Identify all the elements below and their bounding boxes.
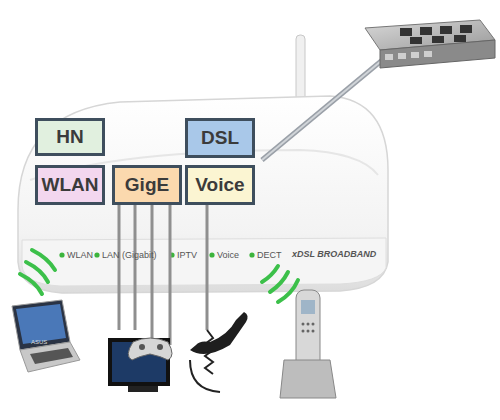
panel-label: xDSL BROADBAND [292, 249, 376, 259]
router-body [18, 96, 388, 293]
voice-box: Voice [185, 165, 255, 205]
cordless-phone [280, 290, 336, 398]
corded-phone [190, 312, 248, 392]
dsl-cable [262, 52, 392, 160]
panel-label: IPTV [177, 250, 197, 260]
gige-box: GigE [112, 165, 182, 205]
port-wires [119, 205, 207, 345]
dsl-box: DSL [185, 118, 255, 158]
box-label: GigE [125, 174, 169, 196]
box-label: WLAN [42, 174, 99, 196]
panel-label: ASUS [31, 339, 47, 345]
front-panel [22, 238, 386, 286]
panel-label: Voice [217, 250, 239, 260]
wlan-box: WLAN [35, 165, 105, 205]
box-label: Voice [195, 174, 244, 196]
line-card [365, 20, 495, 68]
dsl-cable-highlight [262, 52, 392, 160]
dect-waves [262, 266, 298, 302]
box-label: DSL [201, 127, 239, 149]
panel-label: LAN (Gigabit) [102, 250, 157, 260]
panel-label: WLAN [67, 250, 93, 260]
tv-gamepad [108, 338, 172, 392]
panel-label: DECT [257, 250, 282, 260]
laptop [12, 300, 80, 372]
home-network-box: HN [35, 118, 105, 156]
wlan-waves [20, 250, 55, 294]
box-label: HN [56, 126, 83, 148]
